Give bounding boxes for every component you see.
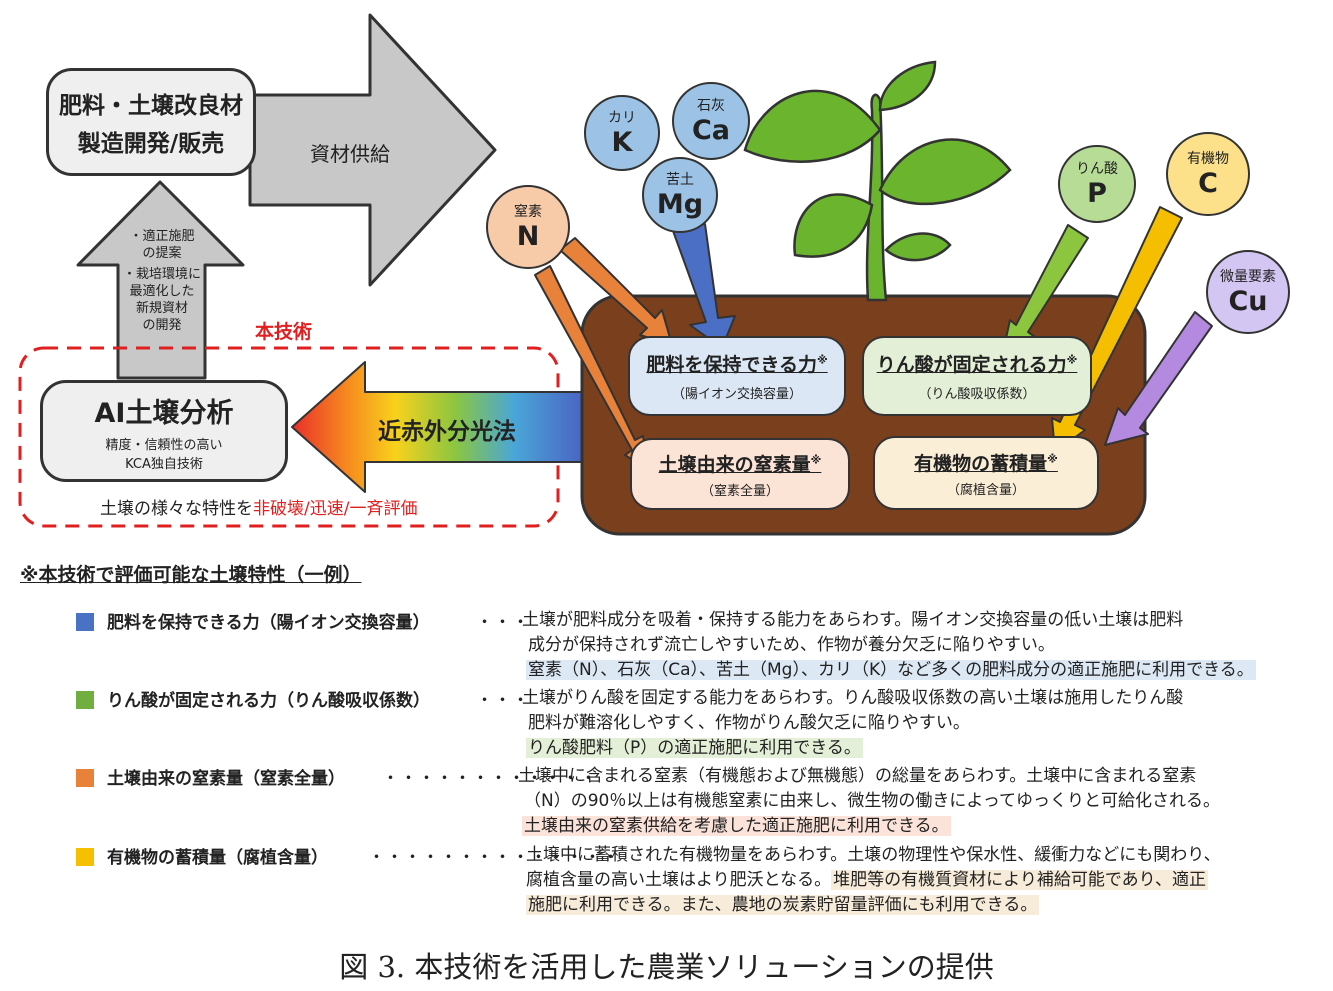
legend-label-cec: 肥料を保持できる力（陽イオン交換容量） xyxy=(107,613,430,633)
legend-cec-line3: 窒素（N）、石灰（Ca）、苦土（Mg）、カリ（K）など多くの肥料成分の適正施肥に… xyxy=(526,660,1256,680)
soil-box-phosphate: りん酸が固定される力※ （りん酸吸収係数） xyxy=(862,336,1092,416)
nutrient-ca-name: 石灰 xyxy=(697,97,725,114)
nutrient-k: カリ K xyxy=(584,95,660,171)
soil-box-cec-sub: （陽イオン交換容量） xyxy=(671,387,802,402)
legend-nitrogen-line3: 土壌由来の窒素供給を考慮した適正施肥に利用できる。 xyxy=(522,816,951,836)
legend-humus-line1: 土壌中に蓄積された有機物量をあらわす。土壌の物理性や保水性、緩衝力などにも関わり… xyxy=(526,845,1221,865)
proposal-item2-line4: の開発 xyxy=(142,318,182,333)
soil-box-cec-title: 肥料を保持できる力※ xyxy=(646,353,828,376)
legend-phosphate-line1: 土壌がりん酸を固定する能力をあらわす。りん酸吸収係数の高い土壌は施用したりん酸 xyxy=(522,688,1184,708)
manufacturer-box: 肥料・土壌改良材 製造開発/販売 xyxy=(46,68,256,176)
nutrient-ca: 石灰 Ca xyxy=(672,82,750,160)
nutrient-n-symbol: N xyxy=(516,220,540,252)
proposal-item2-line1: ・栽培環境に xyxy=(122,267,201,282)
legend-swatch-orange xyxy=(76,769,94,787)
nutrient-p: りん酸 P xyxy=(1058,145,1136,223)
nutrient-ca-symbol: Ca xyxy=(691,114,731,146)
legend-desc-phosphate: 土壌がりん酸を固定する能力をあらわす。りん酸吸収係数の高い土壌は施用したりん酸 … xyxy=(522,686,1183,761)
proposal-item1-line1: ・適正施肥 xyxy=(129,229,195,244)
nutrient-p-name: りん酸 xyxy=(1076,160,1118,177)
legend-label-phosphate: りん酸が固定される力（りん酸吸収係数） xyxy=(107,691,430,711)
legend-heading: ※本技術で評価可能な土壌特性（一例） xyxy=(20,564,362,586)
legend-cec-line2: 成分が保持されず流亡しやすいため、作物が養分欠乏に陥りやすい。 xyxy=(528,635,1055,655)
soil-box-nitrogen: 土壌由来の窒素量※ （窒素全量） xyxy=(630,438,850,510)
nutrient-cu-name: 微量要素 xyxy=(1220,268,1276,285)
nutrient-c-symbol: C xyxy=(1198,167,1218,199)
nutrient-cu: 微量要素 Cu xyxy=(1206,250,1290,334)
nutrient-c-name: 有機物 xyxy=(1187,150,1229,167)
soil-box-cec: 肥料を保持できる力※ （陽イオン交換容量） xyxy=(628,336,846,416)
legend-swatch-green xyxy=(76,691,94,709)
manufacturer-line1: 肥料・土壌改良材 xyxy=(59,93,243,119)
ai-analysis-box: AI土壌分析 精度・信頼性の高い KCA独自技術 xyxy=(40,380,288,482)
nutrient-c: 有機物 C xyxy=(1166,132,1250,216)
soil-box-humus-sub: （腐植含量） xyxy=(946,482,1025,498)
legend-phosphate-line3: りん酸肥料（P）の適正施肥に利用できる。 xyxy=(526,738,863,758)
legend-phosphate-line2: 肥料が難溶化しやすく、作物がりん酸欠乏に陥りやすい。 xyxy=(528,713,970,733)
soil-box-humus-title: 有機物の蓄積量※ xyxy=(914,452,1058,475)
eval-prefix: 土壌の様々な特性を xyxy=(100,499,253,519)
nutrient-n-name: 窒素 xyxy=(514,203,542,220)
ai-box-sub1: 精度・信頼性の高い xyxy=(105,437,223,453)
ai-box-title: AI土壌分析 xyxy=(94,397,234,429)
nir-label: 近赤外分光法 xyxy=(378,419,516,445)
nutrient-k-name: カリ xyxy=(608,109,636,126)
proposal-arrow xyxy=(76,180,245,380)
eval-text: 土壌の様々な特性を非破壊/迅速/一斉評価 xyxy=(100,494,417,519)
legend-label-humus: 有機物の蓄積量（腐植含量） xyxy=(107,848,328,868)
arrow-n-upper xyxy=(559,237,673,346)
nutrient-mg: 苦土 Mg xyxy=(642,157,718,233)
legend-row-nitrogen: 土壌由来の窒素量（窒素全量） ・・・・・・・・・・・・ 土壌中に含まれる窒素（有… xyxy=(76,764,1316,839)
supply-arrow xyxy=(248,13,497,287)
legend-row-cec: 肥料を保持できる力（陽イオン交換容量） ・・・ 土壌が肥料成分を吸着・保持する能… xyxy=(76,608,1316,683)
nutrient-cu-symbol: Cu xyxy=(1228,285,1268,317)
legend-row-phosphate: りん酸が固定される力（りん酸吸収係数） ・・・ 土壌がりん酸を固定する能力をあら… xyxy=(76,686,1316,761)
soil-box-phosphate-title: りん酸が固定される力※ xyxy=(876,353,1078,376)
legend-desc-nitrogen: 土壌中に含まれる窒素（有機態および無機態）の総量をあらわす。土壌中に含まれる窒素… xyxy=(518,764,1220,839)
arrow-cu xyxy=(1104,311,1213,446)
legend-swatch-yellow xyxy=(76,848,94,866)
legend-humus-line2a: 腐植含量の高い土壌はより肥沃となる。 xyxy=(526,870,832,890)
proposal-item1-line2: の提案 xyxy=(142,246,182,261)
legend-dots-cec: ・・・ xyxy=(476,613,530,633)
legend-dots-nitrogen: ・・・・・・・・・・・・ xyxy=(382,769,598,789)
proposal-item2-line2: 最適化した xyxy=(129,284,195,299)
eval-highlight: 非破壊/迅速/一斉評価 xyxy=(253,499,418,519)
legend-swatch-blue xyxy=(76,613,94,631)
legend-humus-line3: 施肥に利用できる。また、農地の炭素貯留量評価にも利用できる。 xyxy=(526,895,1040,915)
this-tech-label: 本技術 xyxy=(255,321,313,343)
nutrient-mg-name: 苦土 xyxy=(666,171,694,188)
soil-box-nitrogen-sub: （窒素全量） xyxy=(700,483,779,499)
nutrient-mg-symbol: Mg xyxy=(656,188,704,220)
legend-cec-line1: 土壌が肥料成分を吸着・保持する能力をあらわす。陽イオン交換容量の低い土壌は肥料 xyxy=(522,610,1184,630)
legend-dots-phosphate: ・・・ xyxy=(476,691,530,711)
legend-nitrogen-line2: （N）の90％以上は有機態窒素に由来し、微生物の働きによってゆっくりと可給化され… xyxy=(524,791,1220,811)
supply-arrow-label: 資材供給 xyxy=(310,142,390,166)
nir-arrow xyxy=(291,361,589,493)
proposal-text: ・適正施肥 の提案 ・栽培環境に 最適化した 新規資材 の開発 xyxy=(112,228,212,334)
legend-label-nitrogen: 土壌由来の窒素量（窒素全量） xyxy=(107,769,345,789)
nutrient-p-symbol: P xyxy=(1087,177,1107,209)
legend-nitrogen-line1: 土壌中に含まれる窒素（有機態および無機態）の総量をあらわす。土壌中に含まれる窒素 xyxy=(518,766,1197,786)
nutrient-k-symbol: K xyxy=(611,126,633,158)
legend-humus-line2b: 堆肥等の有機質資材により補給可能であり、適正 xyxy=(831,870,1208,890)
legend-dots-humus: ・・・・・・・・・・・・・・ xyxy=(368,848,620,868)
plant-illustration xyxy=(743,60,1012,302)
arrow-mg xyxy=(671,223,736,349)
soil-box-nitrogen-title: 土壌由来の窒素量※ xyxy=(658,453,822,476)
nutrient-n: 窒素 N xyxy=(486,185,570,269)
legend-desc-humus: 土壌中に蓄積された有機物量をあらわす。土壌の物理性や保水性、緩衝力などにも関わり… xyxy=(526,843,1221,918)
soil-box-humus: 有機物の蓄積量※ （腐植含量） xyxy=(873,436,1099,510)
proposal-item2-line3: 新規資材 xyxy=(135,301,188,316)
legend-desc-cec: 土壌が肥料成分を吸着・保持する能力をあらわす。陽イオン交換容量の低い土壌は肥料 … xyxy=(522,608,1256,683)
manufacturer-line2: 製造開発/販売 xyxy=(77,131,225,157)
legend-row-humus: 有機物の蓄積量（腐植含量） ・・・・・・・・・・・・・・ 土壌中に蓄積された有機… xyxy=(76,843,1316,918)
soil-box-phosphate-sub: （りん酸吸収係数） xyxy=(918,387,1036,402)
ai-box-sub2: KCA独自技術 xyxy=(125,456,203,472)
figure-caption: 図 3. 本技術を活用した農業ソリューションの提供 xyxy=(339,950,994,984)
